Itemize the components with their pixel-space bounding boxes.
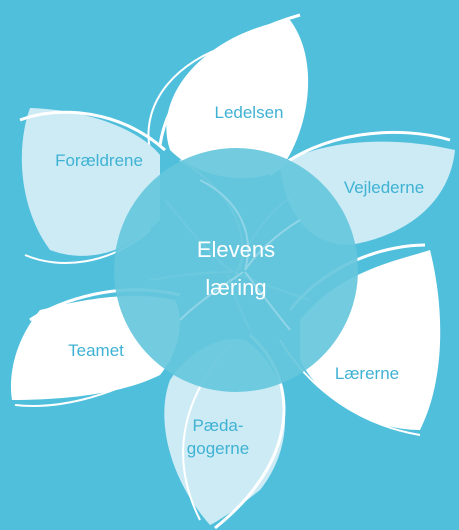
center-circle bbox=[114, 148, 358, 392]
label-paedagogerne-line2: gogerne bbox=[187, 439, 249, 458]
label-vejlederne: Vejlederne bbox=[344, 178, 424, 197]
label-ledelsen: Ledelsen bbox=[214, 103, 283, 122]
label-teamet: Teamet bbox=[68, 341, 124, 360]
label-paedagogerne-line1: Pæda- bbox=[192, 416, 243, 435]
center-swirl-overlay bbox=[179, 179, 301, 331]
label-laererne: Lærerne bbox=[335, 364, 399, 383]
petal-ledelsen bbox=[147, 13, 309, 179]
center-label-line2: læring bbox=[205, 275, 266, 300]
center-label-line1: Elevens bbox=[197, 237, 275, 262]
label-foraeldrene: Forældrene bbox=[55, 151, 143, 170]
